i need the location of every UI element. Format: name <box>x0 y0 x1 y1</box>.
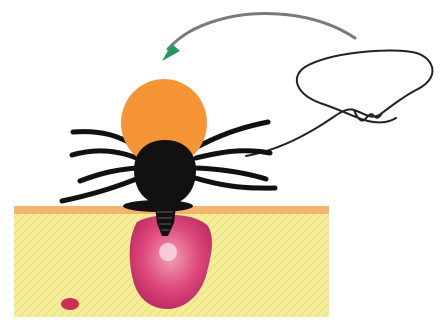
thread-loop-icon <box>246 51 432 156</box>
thread-line <box>246 51 432 156</box>
left-leg-2 <box>72 151 139 159</box>
right-leg-3 <box>196 168 266 179</box>
left-leg-4 <box>62 178 139 201</box>
right-leg-2 <box>196 151 270 158</box>
curved-arrow-icon <box>162 14 355 61</box>
arrow-head <box>162 44 180 61</box>
tick-head <box>134 140 196 205</box>
arrow-shaft <box>168 14 355 49</box>
tick-legs-right <box>195 122 275 188</box>
small-red-spot <box>61 298 79 310</box>
wound-center <box>159 243 177 261</box>
